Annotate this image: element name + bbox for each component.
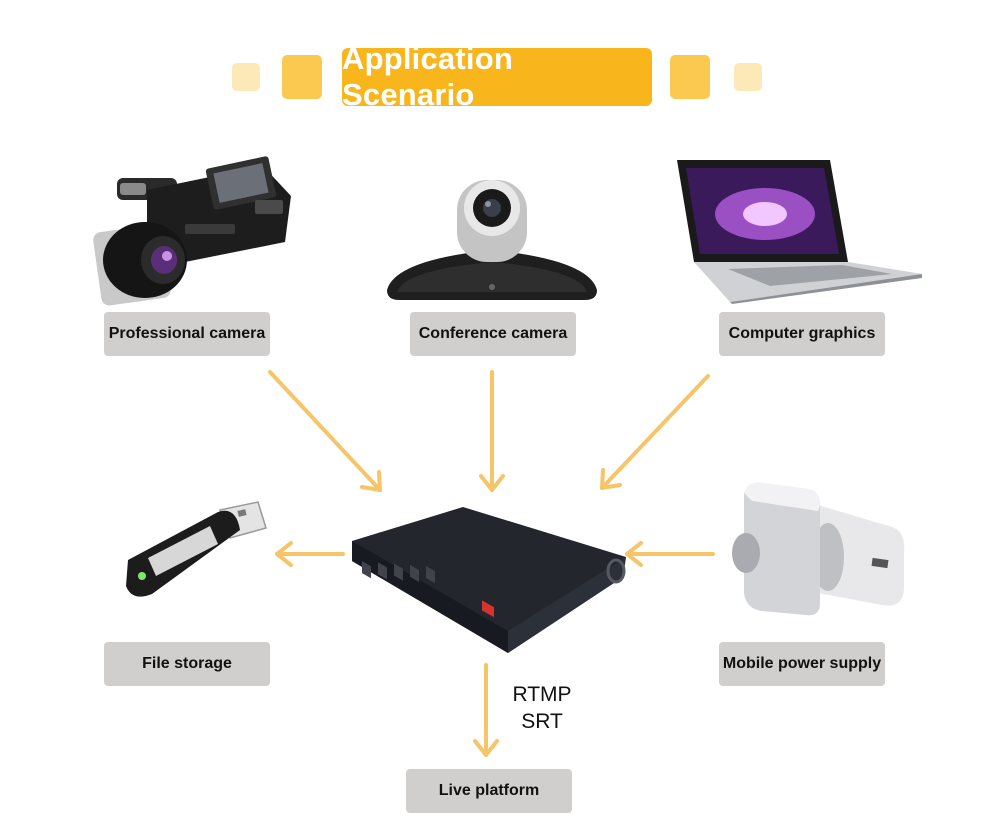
label-file-storage: File storage [104, 642, 270, 686]
protocol-srt: SRT [521, 710, 563, 733]
arrow-professional-to-device [268, 370, 382, 492]
title-decoration-right [670, 55, 710, 99]
usb-drive-icon [126, 501, 267, 597]
encoder-device-icon [352, 507, 626, 653]
label-mobile-power-supply: Mobile power supply [719, 642, 885, 686]
arrow-device-to-live-platform [473, 663, 499, 757]
label-computer-graphics: Computer graphics [719, 312, 885, 356]
arrow-power-to-device [625, 541, 715, 567]
laptop-icon [677, 160, 922, 304]
label-professional-camera: Professional camera [104, 312, 270, 356]
label-conference-camera: Conference camera [410, 312, 576, 356]
power-bank-icon [732, 482, 905, 616]
label-live-platform: Live platform [406, 769, 572, 813]
arrow-device-to-storage [275, 541, 345, 567]
arrow-computer-to-device [600, 374, 710, 490]
title-decoration-left-small [232, 63, 260, 91]
title-decoration-right-small [734, 63, 762, 91]
camcorder-icon [93, 156, 291, 306]
arrow-conference-to-device [479, 370, 505, 492]
ptz-camera-icon [387, 180, 597, 300]
protocol-labels: RTMP SRT [497, 681, 587, 735]
protocol-rtmp: RTMP [512, 683, 572, 706]
title-decoration-left [282, 55, 322, 99]
